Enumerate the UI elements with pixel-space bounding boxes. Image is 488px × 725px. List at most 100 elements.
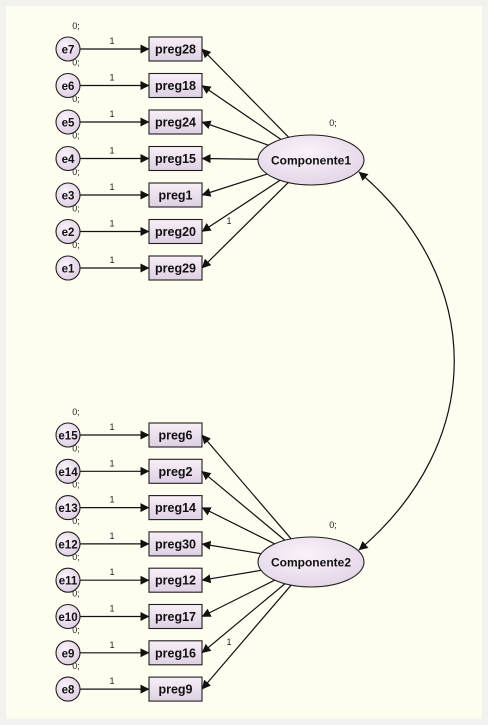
indicator-label: preg15 [155,152,196,166]
indicator-label: preg17 [155,610,196,624]
path-coefficient-label: 1 [109,640,114,650]
indicator-box [148,567,203,593]
latent-factor-ellipse [257,536,365,588]
error-variance-label: 0; [72,552,80,562]
path-coefficient-label: 1 [109,73,114,83]
loading-path-arrow [201,48,290,138]
path-coefficient-label: 1 [109,458,114,468]
error-term-label: e2 [62,227,75,239]
indicator-label: preg28 [155,43,196,57]
error-term-circle [55,36,81,62]
error-term-label: e4 [62,154,75,166]
loading-path-arrow [201,85,282,140]
loading-path-arrow [201,154,259,164]
indicator-label: preg20 [155,225,196,239]
loading-path-arrow [201,179,281,233]
error-term-label: e7 [62,45,75,57]
error-term-label: e3 [62,191,75,203]
loading-path-arrow [201,507,275,545]
fixed-loading-label: 1 [226,637,231,647]
latent-factor-label: Componente2 [271,556,351,570]
latent-variance-label: 0; [329,118,337,128]
loading-path-arrow [201,120,269,146]
fixed-loading-label: 1 [226,216,231,226]
error-term-label: e5 [62,118,75,130]
path-coefficient-label: 1 [109,531,114,541]
error-term-circle [55,145,81,172]
indicator-label: preg1 [158,189,192,203]
latent-variance-label: 0; [329,520,337,530]
error-variance-label: 0; [72,204,80,214]
error-term-label: e1 [62,264,75,276]
error-variance-label: 0; [72,240,80,250]
indicator-box [148,640,203,666]
indicator-box [148,676,203,702]
loading-path-arrow [201,579,275,618]
error-term-circle [55,676,81,702]
loading-path-arrow [201,173,268,197]
indicator-box [148,109,203,135]
error-term-label: e8 [62,685,75,697]
error-term-label: e13 [58,503,77,515]
loading-path-arrow [201,583,286,654]
error-term-circle [55,72,81,99]
error-term-circle [55,109,81,135]
error-term-label: e10 [58,612,77,624]
indicator-box [148,145,203,172]
error-term-label: e12 [58,539,77,551]
indicator-box [148,72,203,99]
error-variance-label: 0; [72,21,80,31]
path-coefficient-label: 1 [109,495,114,505]
error-term-label: e11 [59,576,78,588]
latent-factor-label: Componente1 [271,154,351,168]
error-variance-label: 0; [72,443,80,453]
path-coefficient-label: 1 [109,567,114,577]
error-term-label: e15 [58,431,78,443]
indicator-label: preg2 [158,465,192,479]
indicator-label: preg9 [158,683,192,697]
loading-path-arrow [201,540,262,555]
error-variance-label: 0; [72,94,80,104]
error-term-circle [55,603,81,630]
indicator-box [148,495,203,521]
indicator-box [148,36,203,62]
error-variance-label: 0; [72,625,80,635]
error-variance-label: 0; [72,131,80,141]
indicator-box [148,458,203,484]
path-coefficient-label: 1 [109,604,114,614]
error-term-circle [55,531,81,557]
loading-path-arrow [201,584,292,690]
error-variance-label: 0; [72,480,80,490]
error-term-circle [55,182,81,208]
indicator-label: preg29 [155,262,196,276]
error-variance-label: 0; [72,407,80,417]
path-coefficient-label: 1 [109,36,114,46]
diagram-background [6,6,482,719]
path-coefficient-label: 1 [109,255,114,265]
error-term-circle [55,458,81,484]
indicator-box [148,218,203,245]
path-coefficient-label: 1 [109,109,114,119]
indicator-label: preg16 [155,646,196,660]
error-variance-label: 0; [72,167,80,177]
error-term-circle [55,640,81,666]
latent-factor-ellipse [257,134,365,186]
error-term-label: e14 [58,467,78,479]
path-coefficient-label: 1 [109,182,114,192]
path-coefficient-label: 1 [109,676,114,686]
error-term-circle [55,255,81,281]
path-coefficient-label: 1 [109,219,114,229]
loading-path-arrow [201,182,289,269]
loading-path-arrow [201,569,262,584]
error-term-circle [55,495,81,521]
error-variance-label: 0; [72,661,80,671]
error-term-circle [55,567,81,593]
loading-path-arrow [201,434,292,540]
error-variance-label: 0; [72,58,80,68]
error-term-label: e6 [62,81,75,93]
error-term-circle [55,218,81,245]
indicator-label: preg6 [158,429,192,443]
path-coefficient-label: 1 [109,146,114,156]
